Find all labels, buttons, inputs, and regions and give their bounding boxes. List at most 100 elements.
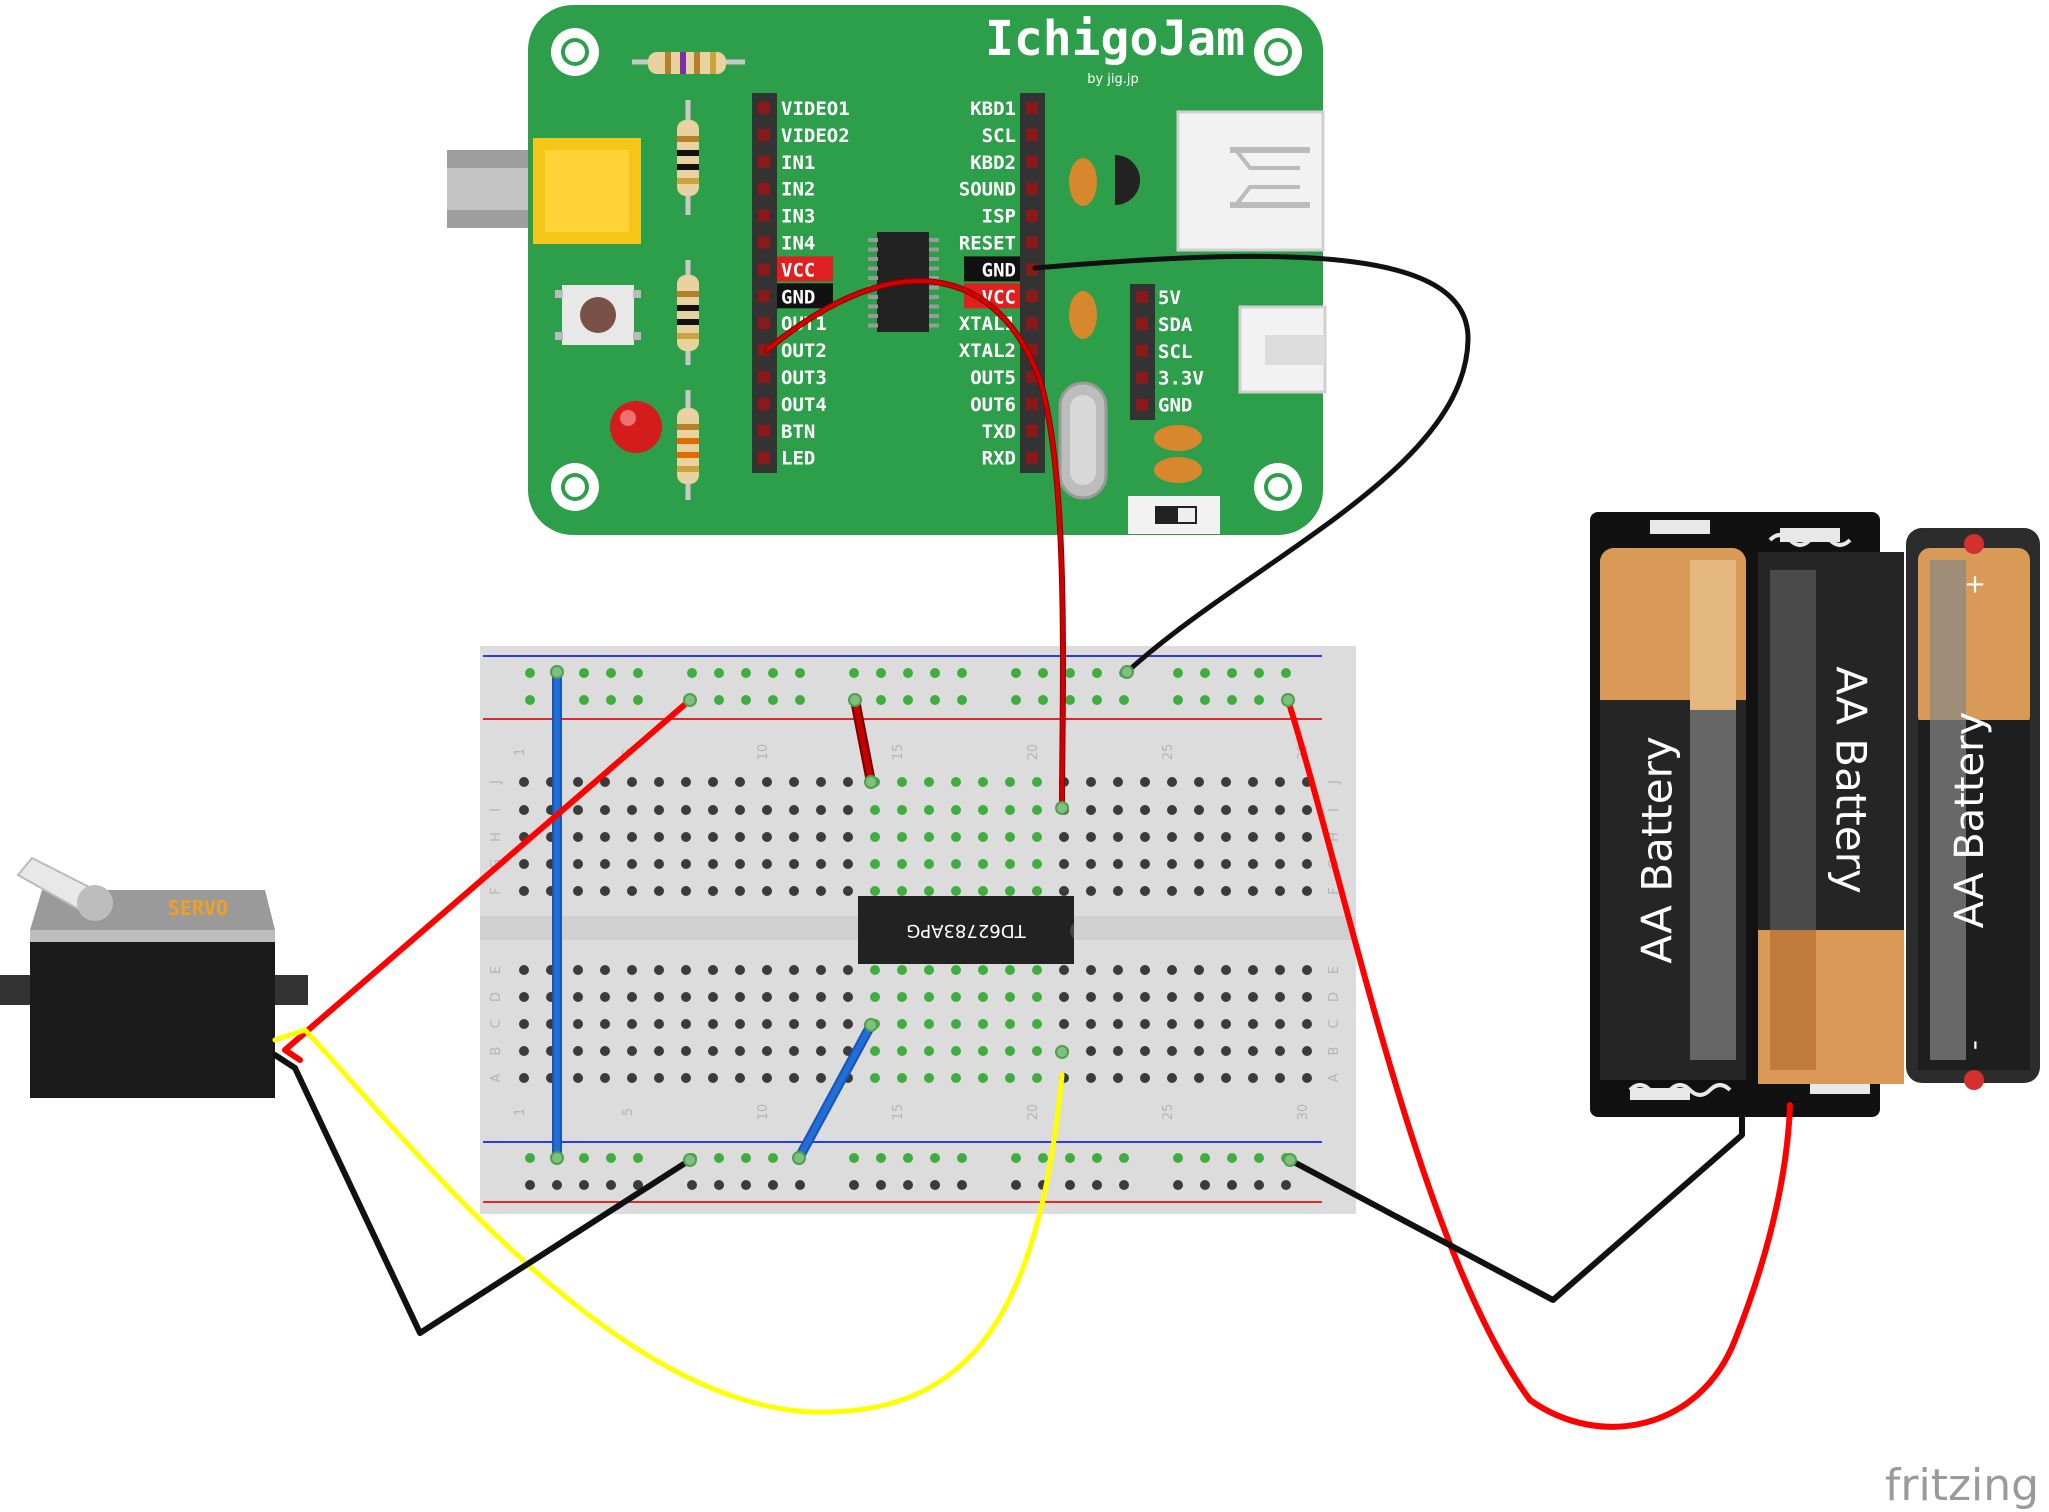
breadboard-hole (1227, 1180, 1237, 1190)
breadboard-hole (1200, 1153, 1210, 1163)
column-number: 25 (1161, 1104, 1176, 1121)
breadboard-hole (681, 965, 691, 975)
header-pin (1136, 371, 1148, 384)
row-letter: F (489, 887, 504, 894)
breadboard-hole (924, 832, 934, 842)
left-header-pins (758, 102, 770, 464)
breadboard-hole (1221, 1046, 1231, 1056)
header-pin (1026, 155, 1038, 168)
breadboard-hole (1005, 777, 1015, 787)
right-header-strip (1020, 93, 1045, 473)
breadboard-hole (708, 1073, 718, 1083)
header-pin (1026, 290, 1038, 303)
wire-end-pad (550, 1151, 564, 1165)
breadboard-hole (654, 1019, 664, 1029)
battery-3-plus: + (1964, 570, 1986, 600)
breadboard-hole (978, 777, 988, 787)
pin-label: TXD (982, 421, 1016, 443)
breadboard-hole (1086, 1073, 1096, 1083)
breadboard-hole (1032, 1046, 1042, 1056)
breadboard-hole (1302, 1019, 1312, 1029)
breadboard-hole (1167, 886, 1177, 896)
battery-3-label: AA Battery (1947, 712, 1993, 929)
column-number: 15 (891, 1104, 906, 1121)
breadboard-hole (525, 1180, 535, 1190)
breadboard-hole (600, 886, 610, 896)
breadboard-hole (1302, 886, 1312, 896)
wire-red-servo (282, 697, 693, 1063)
breadboard-hole (573, 992, 583, 1002)
breadboard-hole (897, 859, 907, 869)
wire-end-pad (683, 693, 697, 707)
breadboard-hole (870, 805, 880, 815)
breadboard-hole (741, 1153, 751, 1163)
breadboard-hole (978, 805, 988, 815)
mounting-holes (551, 28, 1302, 511)
breadboard-hole (951, 886, 961, 896)
breadboard-hole (1119, 1180, 1129, 1190)
breadboard-hole (681, 886, 691, 896)
breadboard-hole (708, 992, 718, 1002)
breadboard-hole (762, 1019, 772, 1029)
breadboard-hole (978, 992, 988, 1002)
breadboard-hole (1167, 965, 1177, 975)
breadboard-hole (843, 777, 853, 787)
breadboard-hole (870, 886, 880, 896)
breadboard-hole (924, 777, 934, 787)
breadboard-hole (930, 668, 940, 678)
header-pin (1026, 128, 1038, 141)
column-number: 25 (1161, 744, 1176, 761)
breadboard-hole (1275, 777, 1285, 787)
breadboard-hole (795, 668, 805, 678)
breadboard-hole (924, 992, 934, 1002)
breadboard-hole (579, 1180, 589, 1190)
pin-label: BTN (781, 421, 815, 443)
breadboard-hole (735, 1046, 745, 1056)
wire-black-gnd (1032, 253, 1471, 675)
breadboard-hole (957, 1180, 967, 1190)
breadboard-hole (627, 832, 637, 842)
breadboard-hole (1221, 1019, 1231, 1029)
breadboard-hole (1167, 992, 1177, 1002)
breadboard-hole (789, 832, 799, 842)
micro-usb-port (1238, 305, 1327, 394)
board-byline: by jig.jp (1087, 72, 1139, 87)
breadboard-hole (1005, 805, 1015, 815)
breadboard-hole (957, 1153, 967, 1163)
breadboard-hole (1086, 1019, 1096, 1029)
breadboard-hole (1275, 1019, 1285, 1029)
pin-label: SCL (1158, 341, 1192, 363)
breadboard-hole (519, 859, 529, 869)
breadboard-hole (600, 1019, 610, 1029)
breadboard-hole (1140, 1019, 1150, 1029)
pin-label: ISP (982, 206, 1016, 228)
fritzing-watermark: fritzing (1885, 1460, 2039, 1511)
breadboard-hole (816, 992, 826, 1002)
breadboard-hole (1275, 859, 1285, 869)
wire-black-servo (272, 1052, 693, 1336)
breadboard-hole (924, 1046, 934, 1056)
breadboard-hole (1011, 1153, 1021, 1163)
breadboard-hole (681, 992, 691, 1002)
breadboard-hole (1065, 668, 1075, 678)
breadboard-hole (951, 832, 961, 842)
breadboard-hole (762, 886, 772, 896)
breadboard-hole (789, 965, 799, 975)
wire-end-pads (550, 665, 1297, 1167)
header-pin (1136, 398, 1148, 411)
header-pin (1026, 317, 1038, 330)
column-number: 15 (891, 744, 906, 761)
breadboard-hole (1173, 668, 1183, 678)
breadboard-hole (1140, 1046, 1150, 1056)
breadboard-hole (1140, 1073, 1150, 1083)
breadboard-hole (1167, 1073, 1177, 1083)
breadboard-hole (849, 1180, 859, 1190)
breadboard-hole (903, 695, 913, 705)
breadboard-hole (681, 859, 691, 869)
breadboard-hole (1140, 965, 1150, 975)
row-letter: J (1327, 780, 1342, 785)
wire-red-battery (1285, 697, 1793, 1430)
breadboard-hole (1032, 805, 1042, 815)
pin-label: IN2 (781, 179, 815, 201)
battery-3-plus-terminal (1964, 534, 1984, 554)
